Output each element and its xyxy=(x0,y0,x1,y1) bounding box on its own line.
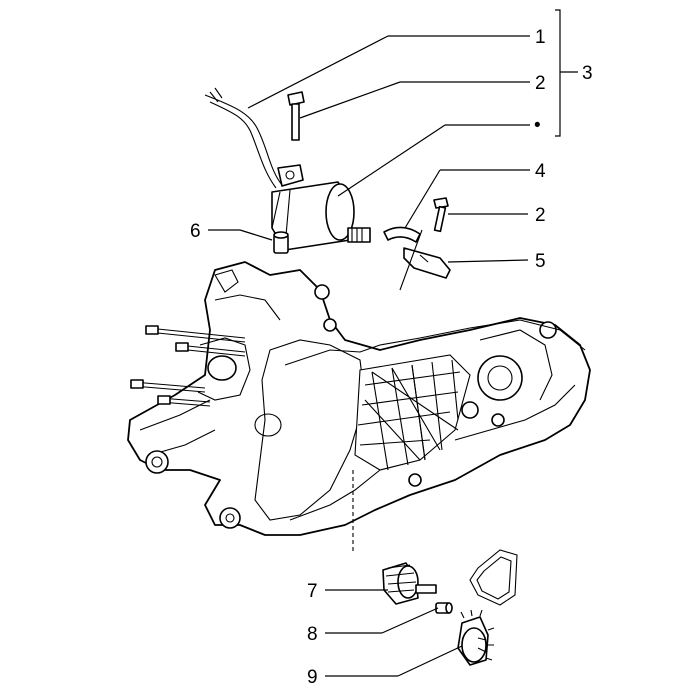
crankcase xyxy=(127,261,591,536)
clamp-half xyxy=(383,226,421,243)
driven-gear xyxy=(457,609,495,666)
spacer xyxy=(435,602,453,614)
leader-lines xyxy=(208,9,578,677)
kickstart-gear xyxy=(382,562,437,605)
gasket-ring xyxy=(469,549,518,606)
callout-2-right: 2 xyxy=(535,205,546,226)
bracket xyxy=(403,247,451,279)
callout-1: 1 xyxy=(535,27,546,48)
cylinder-studs xyxy=(130,325,246,407)
starter-motor xyxy=(204,87,371,251)
bolt-right xyxy=(433,197,449,233)
bushing xyxy=(273,231,289,254)
callout-4: 4 xyxy=(535,161,546,182)
callout-9: 9 xyxy=(307,667,318,688)
callout-5: 5 xyxy=(535,251,546,272)
callout-2-top: 2 xyxy=(535,73,546,94)
callout-7: 7 xyxy=(307,581,318,602)
callout-6: 6 xyxy=(190,221,201,242)
callout-bullet: • xyxy=(534,115,541,136)
bolt-upper xyxy=(287,91,305,141)
callout-8: 8 xyxy=(307,624,318,645)
callout-3: 3 xyxy=(582,63,593,84)
